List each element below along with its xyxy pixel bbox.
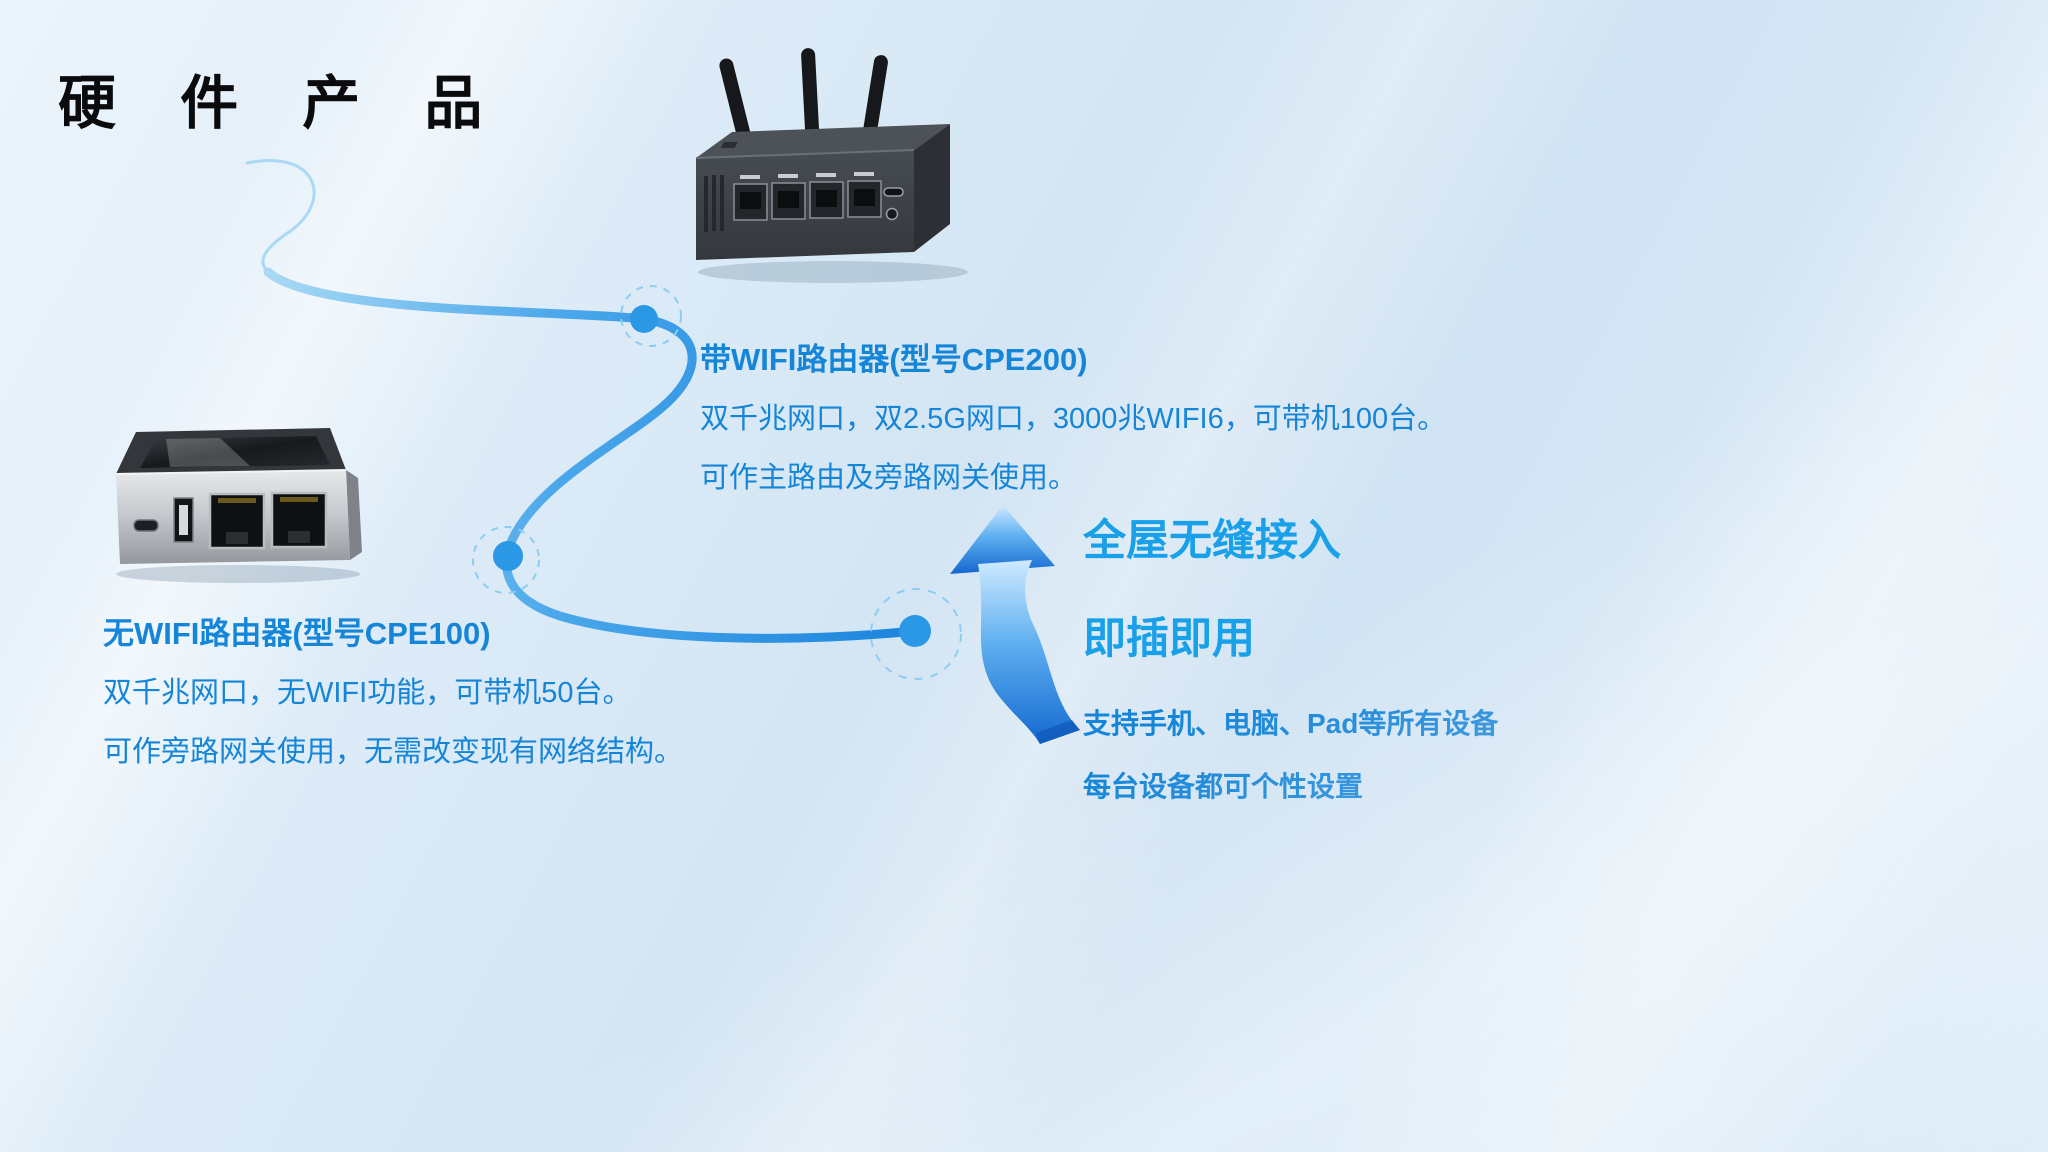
cpe200-info: 带WIFI路由器(型号CPE200) 双千兆网口，双2.5G网口，3000兆WI… bbox=[700, 334, 1446, 513]
ethernet-ports bbox=[733, 172, 882, 221]
connector-node-2 bbox=[493, 541, 523, 571]
usb-c-port bbox=[883, 187, 904, 197]
page-title: 硬 件 产 品 bbox=[58, 71, 507, 136]
cpe100-name: 无WIFI路由器(型号CPE100) bbox=[103, 616, 491, 651]
screen-sheen bbox=[166, 438, 250, 467]
up-arrow-icon bbox=[950, 505, 1080, 744]
cpe100-router-image bbox=[100, 412, 380, 592]
cpe100-spec-line-1: 双千兆网口，无WIFI功能，可带机50台。 bbox=[103, 677, 632, 709]
connector-node-ring-2 bbox=[472, 526, 540, 594]
router-side-face bbox=[914, 124, 950, 252]
vent-slots bbox=[704, 175, 724, 232]
cpe100-info: 无WIFI路由器(型号CPE100) 双千兆网口，无WIFI功能，可带机50台。… bbox=[103, 608, 683, 787]
feature-sub-1: 支持手机、电脑、Pad等所有设备 bbox=[1083, 708, 1499, 739]
reset-button bbox=[885, 207, 899, 221]
micro-usb-port bbox=[133, 519, 159, 532]
connector-node-3 bbox=[899, 615, 931, 647]
cpe200-name: 带WIFI路由器(型号CPE200) bbox=[700, 342, 1088, 377]
connector-node-1 bbox=[630, 305, 658, 333]
feature-text: 全屋无缝接入 即插即用 支持手机、电脑、Pad等所有设备 每台设备都可个性设置 bbox=[1083, 506, 1498, 828]
cpe100-spec-line-2: 可作旁路网关使用，无需改变现有网络结构。 bbox=[103, 736, 684, 768]
connection-curve-start bbox=[245, 159, 316, 274]
feature-headline-1: 全屋无缝接入 bbox=[1083, 517, 1341, 565]
feature-headline-2: 即插即用 bbox=[1083, 615, 1255, 663]
router-screen bbox=[140, 436, 330, 468]
ethernet-ports bbox=[208, 491, 328, 550]
device-shadow bbox=[116, 565, 360, 583]
connector-node-ring-1 bbox=[620, 285, 682, 347]
device-shadow bbox=[698, 261, 968, 283]
cpe200-router-image bbox=[688, 46, 998, 296]
connector-node-ring-3 bbox=[870, 588, 962, 680]
cpe200-spec-line-2: 可作主路由及旁路网关使用。 bbox=[700, 462, 1078, 494]
connection-curve bbox=[263, 267, 920, 643]
router-top-face bbox=[696, 124, 950, 158]
feature-sub-2: 每台设备都可个性设置 bbox=[1083, 771, 1364, 802]
usb-a-port bbox=[173, 497, 194, 543]
sim-slot bbox=[720, 142, 738, 148]
cpe200-spec-line-1: 双千兆网口，双2.5G网口，3000兆WIFI6，可带机100台。 bbox=[700, 403, 1447, 435]
router-side-face bbox=[346, 470, 362, 560]
